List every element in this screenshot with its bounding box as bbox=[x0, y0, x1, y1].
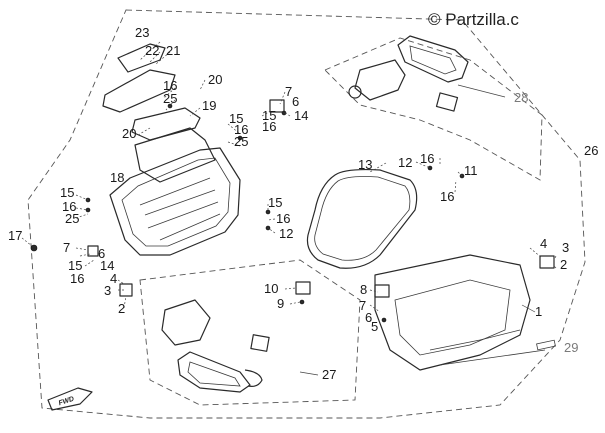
callout-6a: 6 bbox=[292, 94, 299, 109]
callout-16e: 16 bbox=[276, 211, 290, 226]
callout-16h: 16 bbox=[440, 189, 454, 204]
callout-27: 27 bbox=[322, 367, 336, 382]
callout-28: 28 bbox=[514, 90, 528, 105]
callout-16d: 16 bbox=[62, 199, 76, 214]
bracket-link bbox=[131, 107, 201, 141]
bolt-c bbox=[265, 209, 271, 215]
callout-25a: 25 bbox=[163, 91, 177, 106]
callout-20b: 20 bbox=[122, 126, 136, 141]
callout-11: 11 bbox=[464, 163, 478, 178]
hinge-plate bbox=[102, 69, 176, 113]
bolt-i bbox=[299, 299, 305, 305]
callout-9: 9 bbox=[277, 296, 284, 311]
bolt-17 bbox=[30, 244, 38, 252]
lower-latch bbox=[161, 299, 211, 346]
callout-4a: 4 bbox=[110, 271, 117, 286]
pannier-box-ribs bbox=[139, 177, 221, 241]
callout-25c: 25 bbox=[65, 211, 79, 226]
callout-6c: 6 bbox=[365, 310, 372, 325]
bolt-j bbox=[381, 317, 387, 323]
watermark: © Partzilla.c bbox=[428, 10, 519, 29]
latch-assembly bbox=[354, 59, 406, 101]
fwd-label: FWD bbox=[58, 396, 75, 408]
lid-base-line bbox=[439, 349, 546, 366]
callout-18: 18 bbox=[110, 170, 124, 185]
callout-1: 1 bbox=[535, 304, 542, 319]
bracket-mid-2 bbox=[374, 284, 390, 298]
pannier-box-mount bbox=[134, 127, 216, 183]
leader-lines bbox=[21, 41, 557, 376]
pannier-box-body bbox=[109, 147, 241, 256]
lower-cover-pad bbox=[187, 361, 241, 387]
callout-10: 10 bbox=[264, 281, 278, 296]
callout-12b: 12 bbox=[398, 155, 412, 170]
callout-16b: 16 bbox=[234, 122, 248, 137]
callout-2b: 2 bbox=[560, 257, 567, 272]
callout-5: 5 bbox=[371, 319, 378, 334]
fwd-arrow: FWD bbox=[47, 387, 93, 411]
callout-3b: 3 bbox=[562, 240, 569, 255]
callout-2a: 2 bbox=[118, 301, 125, 316]
callout-16f: 16 bbox=[70, 271, 84, 286]
callout-15c: 15 bbox=[60, 185, 74, 200]
callout-8: 8 bbox=[360, 282, 367, 297]
callout-26: 26 bbox=[584, 143, 598, 158]
callout-17: 17 bbox=[8, 228, 22, 243]
lower-latch-pin bbox=[250, 334, 270, 352]
bracket-right-1 bbox=[539, 255, 555, 269]
callout-numbers: 23 22 21 16 20 25 19 20 15 16 25 7 6 15 … bbox=[8, 25, 598, 382]
assembly-boundary bbox=[27, 9, 586, 419]
callout-25b: 25 bbox=[234, 134, 248, 149]
subassembly-boundary-right bbox=[324, 37, 543, 181]
bolt-e bbox=[237, 135, 243, 141]
callout-7a: 7 bbox=[285, 84, 292, 99]
lid-inner-edge bbox=[394, 279, 511, 356]
tail-light-lens bbox=[244, 369, 263, 387]
pannier-box-rim bbox=[121, 157, 231, 247]
hinge-top bbox=[117, 43, 166, 73]
latch-knob bbox=[348, 85, 362, 99]
latch-pin bbox=[435, 92, 459, 112]
callout-15a: 15 bbox=[229, 111, 243, 126]
callout-16a: 16 bbox=[163, 78, 177, 93]
lid-handle bbox=[429, 329, 521, 351]
callout-22: 22 bbox=[145, 43, 159, 58]
callout-15d: 15 bbox=[268, 195, 282, 210]
callout-7c: 7 bbox=[359, 298, 366, 313]
callout-20a: 20 bbox=[208, 72, 222, 87]
callout-15b: 15 bbox=[262, 108, 276, 123]
callout-16c: 16 bbox=[262, 119, 276, 134]
callout-14b: 14 bbox=[100, 258, 114, 273]
subassembly-boundary-lower bbox=[139, 259, 361, 406]
callout-15e: 15 bbox=[68, 258, 82, 273]
bracket-top-1 bbox=[269, 99, 285, 113]
callout-14a: 14 bbox=[294, 108, 308, 123]
top-cover bbox=[397, 35, 469, 83]
lid-emblem bbox=[536, 339, 556, 351]
bracket-left-2 bbox=[87, 245, 99, 257]
callout-21: 21 bbox=[166, 43, 180, 58]
callout-6b: 6 bbox=[98, 246, 105, 261]
bolt-f bbox=[427, 165, 433, 171]
callout-29: 29 bbox=[564, 340, 578, 355]
callout-19: 19 bbox=[202, 98, 216, 113]
bracket-mid-1 bbox=[295, 281, 311, 295]
callout-7b: 7 bbox=[63, 240, 70, 255]
gasket-seal-inner bbox=[314, 176, 411, 261]
lower-cover bbox=[177, 351, 251, 393]
gasket-seal bbox=[306, 168, 418, 269]
callout-3a: 3 bbox=[104, 283, 111, 298]
callout-13: 13 bbox=[358, 157, 372, 172]
lid-outline bbox=[374, 254, 531, 371]
bracket-left-1 bbox=[119, 283, 133, 297]
callout-12a: 12 bbox=[279, 226, 293, 241]
callout-4b: 4 bbox=[540, 236, 547, 251]
callout-16g: 16 bbox=[420, 151, 434, 166]
top-cover-pad bbox=[409, 45, 457, 75]
callout-23: 23 bbox=[135, 25, 149, 40]
